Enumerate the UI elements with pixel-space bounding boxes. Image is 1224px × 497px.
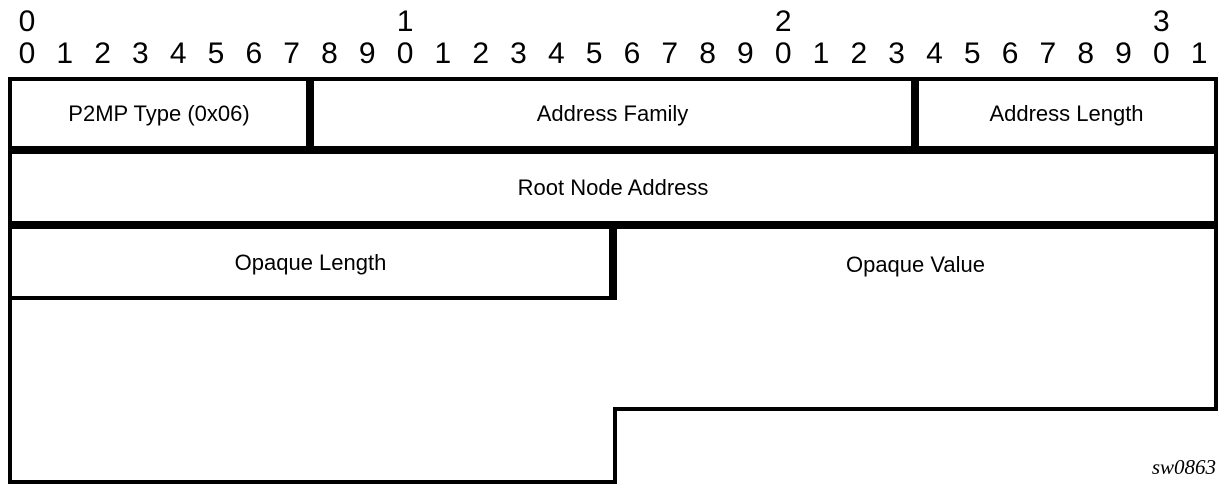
- bit-tens-label: 0: [18, 5, 36, 38]
- bit-ones-label: 3: [888, 37, 905, 70]
- field-address-length: Address Length: [915, 77, 1218, 150]
- bit-tens-label: [159, 6, 197, 38]
- bit-ones-label: 2: [472, 37, 489, 70]
- bit-tens-label: [424, 6, 462, 38]
- bit-ones-label: 1: [434, 37, 452, 70]
- bit-ruler-tens-row: 0 1 2 3: [8, 6, 1218, 38]
- opaque-value-continuation-tail: [8, 407, 617, 484]
- bit-tens-label: 3: [1152, 5, 1170, 38]
- bit-tens-label: [197, 6, 235, 38]
- field-address-family: Address Family: [310, 77, 915, 150]
- bit-ones-label: 5: [963, 37, 981, 70]
- bit-ones-label: 1: [812, 37, 830, 70]
- bit-tens-label: [1180, 6, 1218, 38]
- bit-tens-label: [462, 6, 500, 38]
- field-opaque-value: Opaque Value: [613, 225, 1218, 300]
- bit-tens-label: [1029, 6, 1067, 38]
- field-opaque-length: Opaque Length: [8, 225, 613, 300]
- bit-ones-label: 9: [1115, 37, 1132, 70]
- bit-ones-label: 5: [585, 37, 603, 70]
- field-opaque-length-label: Opaque Length: [234, 249, 387, 275]
- opaque-value-step-line: [613, 407, 1218, 411]
- bit-ones-label: 7: [661, 37, 679, 70]
- bit-tens-label: [1067, 6, 1105, 38]
- bit-ones-label: 5: [207, 37, 225, 70]
- bit-tens-label: [878, 6, 916, 38]
- bit-ones-label: 8: [321, 37, 338, 70]
- bit-ones-label: 1: [1190, 37, 1208, 70]
- bit-tens-label: [235, 6, 273, 38]
- bit-ones-label: 9: [737, 37, 754, 70]
- bit-ones-label: 1: [56, 37, 74, 70]
- bit-ones-label: 4: [926, 37, 943, 70]
- field-address-family-label: Address Family: [536, 100, 689, 126]
- bit-ones-label: 6: [1001, 37, 1019, 70]
- bit-tens-label: [537, 6, 575, 38]
- field-address-length-label: Address Length: [989, 100, 1144, 126]
- bit-tens-label: [916, 6, 954, 38]
- bit-ones-label: 0: [1152, 37, 1170, 70]
- bit-ones-label: 0: [774, 37, 792, 70]
- bit-tens-label: [689, 6, 727, 38]
- bit-tens-label: [840, 6, 878, 38]
- bit-tens-label: [613, 6, 651, 38]
- bit-tens-label: [991, 6, 1029, 38]
- bit-tens-label: [84, 6, 122, 38]
- bit-ones-label: 0: [18, 37, 36, 70]
- bit-tens-label: [726, 6, 764, 38]
- bit-ones-label: 8: [1077, 37, 1094, 70]
- bit-tens-label: [802, 6, 840, 38]
- bit-tens-label: [575, 6, 613, 38]
- bit-tens-label: [273, 6, 311, 38]
- figure-id-label: sw0863: [1151, 455, 1216, 479]
- bit-tens-label: 1: [396, 5, 414, 38]
- field-p2mp-type-label: P2MP Type (0x06): [68, 100, 250, 126]
- bit-ones-label: 4: [547, 37, 565, 70]
- field-root-node-address-label: Root Node Address: [517, 174, 709, 200]
- bit-tens-label: [651, 6, 689, 38]
- field-p2mp-type: P2MP Type (0x06): [8, 77, 310, 150]
- bit-ones-label: 7: [283, 37, 300, 70]
- bit-ones-label: 2: [850, 37, 868, 70]
- bit-ones-label: 3: [510, 37, 527, 70]
- bit-tens-label: [348, 6, 386, 38]
- bit-ones-label: 8: [699, 37, 716, 70]
- field-opaque-value-label: Opaque Value: [845, 251, 986, 277]
- bit-tens-label: [500, 6, 538, 38]
- bit-ones-label: 3: [132, 37, 149, 70]
- bit-ones-label: 6: [245, 37, 263, 70]
- field-root-node-address: Root Node Address: [8, 150, 1218, 225]
- bit-ones-label: 9: [358, 37, 376, 70]
- bit-ones-label: 7: [1039, 37, 1057, 70]
- bit-tens-label: [311, 6, 349, 38]
- bit-tens-label: [46, 6, 84, 38]
- bit-tens-label: [953, 6, 991, 38]
- bit-ones-label: 4: [169, 37, 187, 70]
- opaque-value-continuation-band: [8, 300, 1218, 407]
- bit-ones-label: 6: [623, 37, 641, 70]
- bit-tens-label: [1105, 6, 1143, 38]
- bit-ones-label: 0: [396, 37, 414, 70]
- bit-tens-label: [121, 6, 159, 38]
- bit-tens-label: 2: [774, 5, 792, 38]
- bit-ones-label: 2: [94, 37, 111, 70]
